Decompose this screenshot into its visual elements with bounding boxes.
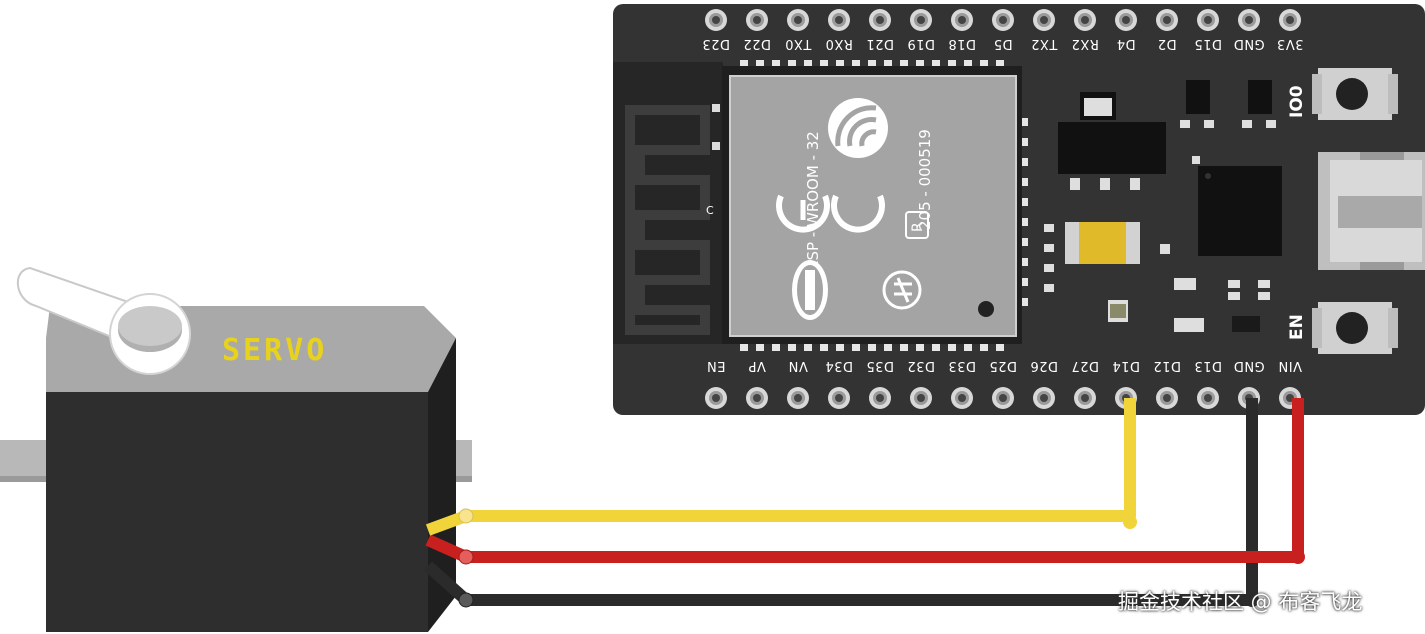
bottom-pin-label: D13 [1194, 358, 1222, 373]
en-button-label: EN [1287, 314, 1307, 340]
top-header-pins: D23 D22 TX0 RX0 D21 D19 D18 D5 TX2 RX2 D4 D2 D15 GND 3… [702, 9, 1304, 51]
module-castellations [740, 60, 1028, 351]
esp32-board: ESP - WROOM - 32 205 - 000519 C R [613, 4, 1425, 415]
ce-mark-icon [776, 194, 885, 233]
bottom-pin-label: VIN [1278, 358, 1302, 373]
top-pin-rx2[interactable]: RX2 [1071, 9, 1099, 51]
bottom-pin-label: D32 [907, 358, 935, 373]
bottom-pin-label: D34 [825, 358, 853, 373]
bottom-pin-label: D12 [1153, 358, 1181, 373]
bottom-pin-d32[interactable]: D32 [907, 358, 935, 409]
usb-uart-chip [1198, 166, 1282, 256]
wroom-module: ESP - WROOM - 32 205 - 000519 C R [706, 66, 1022, 344]
top-pin-3v3[interactable]: 3V3 [1277, 9, 1304, 51]
wire-gnd [423, 398, 1258, 606]
module-text-code: 205 - 000519 [916, 129, 934, 230]
cert-mark-icon [882, 270, 922, 310]
module-dot [978, 301, 994, 317]
bottom-pin-d35[interactable]: D35 [866, 358, 894, 409]
bottom-pin-label: EN [707, 358, 726, 373]
top-pin-d22[interactable]: D22 [743, 9, 771, 51]
top-pin-label: RX2 [1071, 36, 1099, 51]
bottom-pin-d33[interactable]: D33 [948, 358, 976, 409]
io0-button[interactable]: IO0 [1287, 68, 1398, 120]
top-pin-label: D2 [1157, 36, 1176, 51]
top-pin-d19[interactable]: D19 [907, 9, 935, 51]
top-pin-label: D18 [948, 36, 976, 51]
bottom-pin-vn[interactable]: VN [787, 358, 809, 409]
espressif-logo-icon [828, 98, 888, 158]
top-pin-label: GND [1233, 36, 1264, 51]
bottom-pin-label: D33 [948, 358, 976, 373]
top-pin-label: D5 [993, 36, 1012, 51]
en-button[interactable]: EN [1287, 302, 1398, 354]
servo-body-front [46, 392, 428, 632]
top-pin-d21[interactable]: D21 [866, 9, 894, 51]
servo-motor: SERVO [0, 266, 472, 632]
top-pin-label: D4 [1116, 36, 1135, 51]
bottom-pin-label: GND [1233, 358, 1264, 373]
top-pin-tx0[interactable]: TX0 [785, 9, 813, 51]
bottom-pin-label: D35 [866, 358, 894, 373]
watermark-text: 掘金技术社区 @ 布客飞龙 [1118, 590, 1363, 614]
bottom-pin-d34[interactable]: D34 [825, 358, 853, 409]
top-pin-label: D19 [907, 36, 935, 51]
bottom-pin-label: D25 [989, 358, 1017, 373]
bottom-pin-label: VP [748, 358, 766, 373]
top-pin-label: RX0 [825, 36, 853, 51]
components [1044, 80, 1282, 332]
regulator-chip [1058, 122, 1166, 174]
top-pin-label: D15 [1194, 36, 1222, 51]
top-pin-label: D21 [866, 36, 894, 51]
module-text-model: ESP - WROOM - 32 [804, 131, 822, 270]
bottom-header-pins: EN VP VN D34 D35 D32 D33 D25 D26 D27 D14 D12 D13 GND V… [705, 358, 1302, 409]
top-pin-label: TX2 [1031, 36, 1059, 51]
bottom-pin-label: D27 [1071, 358, 1099, 373]
top-pin-d4[interactable]: D4 [1115, 9, 1137, 51]
top-pin-tx2[interactable]: TX2 [1031, 9, 1059, 51]
antenna-trace [613, 62, 723, 344]
bottom-pin-label: VN [788, 358, 808, 373]
r-mark-icon: R [905, 211, 929, 239]
bottom-pin-en[interactable]: EN [705, 358, 727, 409]
bottom-pin-d27[interactable]: D27 [1071, 358, 1099, 409]
top-pin-label: D22 [743, 36, 771, 51]
bottom-pin-d26[interactable]: D26 [1030, 358, 1058, 409]
top-pin-label: TX0 [785, 36, 813, 51]
servo-horn [16, 266, 191, 375]
module-mark-c: C [706, 204, 714, 217]
bottom-pin-d12[interactable]: D12 [1153, 358, 1181, 409]
top-pin-d18[interactable]: D18 [948, 9, 976, 51]
top-pin-d2[interactable]: D2 [1156, 9, 1178, 51]
top-pin-label: D23 [702, 36, 730, 51]
wire-signal [425, 398, 1136, 536]
wires [423, 398, 1305, 608]
bottom-pin-label: D14 [1112, 358, 1140, 373]
wire-vcc [425, 398, 1304, 563]
micro-usb-port[interactable] [1318, 152, 1425, 270]
servo-label: SERVO [222, 333, 327, 368]
top-pin-gnd[interactable]: GND [1233, 9, 1265, 51]
io0-button-label: IO0 [1287, 85, 1307, 118]
module-mark-r: R [910, 222, 926, 232]
bottom-pin-d13[interactable]: D13 [1194, 358, 1222, 409]
wifi-badge-icon [792, 260, 828, 320]
bottom-pin-vp[interactable]: VP [746, 358, 768, 409]
top-pin-d23[interactable]: D23 [702, 9, 730, 51]
top-pin-d15[interactable]: D15 [1194, 9, 1222, 51]
top-pin-d5[interactable]: D5 [992, 9, 1014, 51]
bottom-pin-d25[interactable]: D25 [989, 358, 1017, 409]
top-pin-label: 3V3 [1277, 36, 1304, 51]
servo-side [428, 338, 456, 632]
bottom-pin-label: D26 [1030, 358, 1058, 373]
top-pin-rx0[interactable]: RX0 [825, 9, 853, 51]
